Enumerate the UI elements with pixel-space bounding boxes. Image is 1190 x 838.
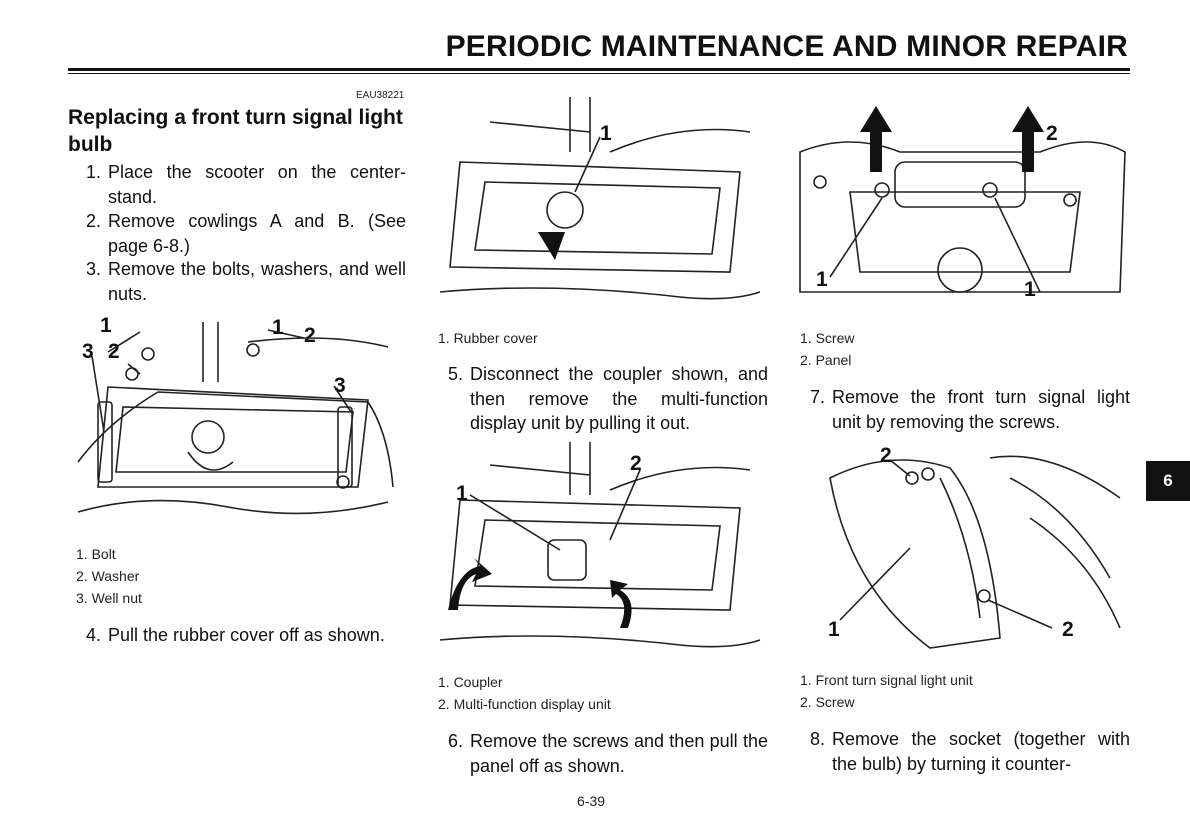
figure-label: 2 bbox=[1046, 122, 1058, 145]
figure-label: 2 bbox=[1062, 618, 1074, 641]
caption-panel: 2. Panel bbox=[800, 352, 852, 368]
step-text: Remove cowlings A and B. (See page 6-8.) bbox=[108, 211, 406, 256]
step-text: Remove the socket (together with the bul… bbox=[832, 729, 1130, 774]
caption-coupler: 1. Coupler bbox=[438, 674, 503, 690]
turn-signal-illustration bbox=[829, 455, 1121, 649]
caption-bolt: 1. Bolt bbox=[76, 546, 116, 562]
step-number: 6. bbox=[448, 731, 464, 751]
figure-turn-signal-unit: 2 1 2 bbox=[790, 438, 1130, 664]
figure-label: 1 bbox=[816, 268, 828, 291]
caption-display-unit: 2. Multi-function display unit bbox=[438, 696, 611, 712]
step-text: Remove the bolts, washers, and well nuts… bbox=[108, 259, 406, 304]
figure-label: 1 bbox=[600, 122, 612, 145]
caption-screw-2: 2. Screw bbox=[800, 694, 855, 710]
rubber-cover-illustration bbox=[439, 97, 761, 300]
figure-label: 1 bbox=[456, 482, 468, 505]
step-7: 7. Remove the front turn signal light un… bbox=[810, 385, 1130, 434]
step-number: 2. bbox=[86, 211, 102, 231]
caption-washer: 2. Washer bbox=[76, 568, 140, 584]
step-2: 2. Remove cowlings A and B. (See page 6-… bbox=[86, 209, 406, 258]
step-text: Remove the screws and then pull the pane… bbox=[470, 731, 768, 776]
step-5: 5. Disconnect the coupler shown, and the… bbox=[448, 362, 768, 436]
caption-turn-signal-unit: 1. Front turn signal light unit bbox=[800, 672, 973, 688]
page-number: 6-39 bbox=[577, 793, 606, 809]
caption-well-nut: 3. Well nut bbox=[76, 590, 142, 606]
step-text: Pull the rubber cover off as shown. bbox=[108, 625, 385, 645]
step-number: 7. bbox=[810, 387, 826, 407]
coupler-illustration bbox=[439, 442, 761, 648]
figure-label: 1 bbox=[828, 618, 840, 641]
section-title: Replacing a front turn signal light bulb bbox=[68, 106, 403, 156]
figure-coupler: 1 2 bbox=[430, 440, 770, 665]
step-number: 4. bbox=[86, 625, 102, 645]
step-6: 6. Remove the screws and then pull the p… bbox=[448, 729, 768, 778]
chapter-tab: 6 bbox=[1146, 461, 1190, 501]
step-4: 4. Pull the rubber cover off as shown. bbox=[86, 623, 406, 648]
scooter-front-illustration bbox=[77, 322, 394, 515]
figure-label: 2 bbox=[304, 324, 316, 347]
step-number: 5. bbox=[448, 364, 464, 384]
step-1: 1. Place the scooter on the center-stand… bbox=[86, 160, 406, 209]
figure-bolts-washers: 1 1 2 3 2 3 bbox=[68, 312, 408, 534]
figure-label: 1 bbox=[272, 316, 284, 339]
step-8: 8. Remove the socket (together with the … bbox=[810, 727, 1130, 776]
header-rule-thin bbox=[68, 73, 1130, 74]
step-3: 3. Remove the bolts, washers, and well n… bbox=[86, 257, 406, 306]
page-header-title: PERIODIC MAINTENANCE AND MINOR REPAIR bbox=[445, 30, 1128, 63]
step-number: 3. bbox=[86, 259, 102, 279]
step-text: Disconnect the coupler shown, and then r… bbox=[470, 364, 768, 433]
caption-rubber-cover: 1. Rubber cover bbox=[438, 330, 538, 346]
figure-label: 1 bbox=[100, 314, 112, 337]
step-text: Place the scooter on the center-stand. bbox=[108, 162, 406, 207]
figure-label: 2 bbox=[630, 452, 642, 475]
step-number: 1. bbox=[86, 162, 102, 182]
figure-rubber-cover: 1 bbox=[430, 92, 770, 312]
panel-illustration bbox=[799, 106, 1126, 293]
caption-screw: 1. Screw bbox=[800, 330, 855, 346]
figure-label: 1 bbox=[1024, 278, 1036, 301]
step-number: 8. bbox=[810, 729, 826, 749]
figure-label: 3 bbox=[82, 340, 94, 363]
section-code: EAU38221 bbox=[356, 90, 405, 101]
figure-label: 3 bbox=[334, 374, 346, 397]
header-rule-thick bbox=[68, 68, 1130, 71]
figure-label: 2 bbox=[880, 444, 892, 467]
figure-panel: 2 1 1 bbox=[790, 92, 1130, 312]
figure-label: 2 bbox=[108, 340, 120, 363]
step-text: Remove the front turn signal light unit … bbox=[832, 387, 1130, 432]
